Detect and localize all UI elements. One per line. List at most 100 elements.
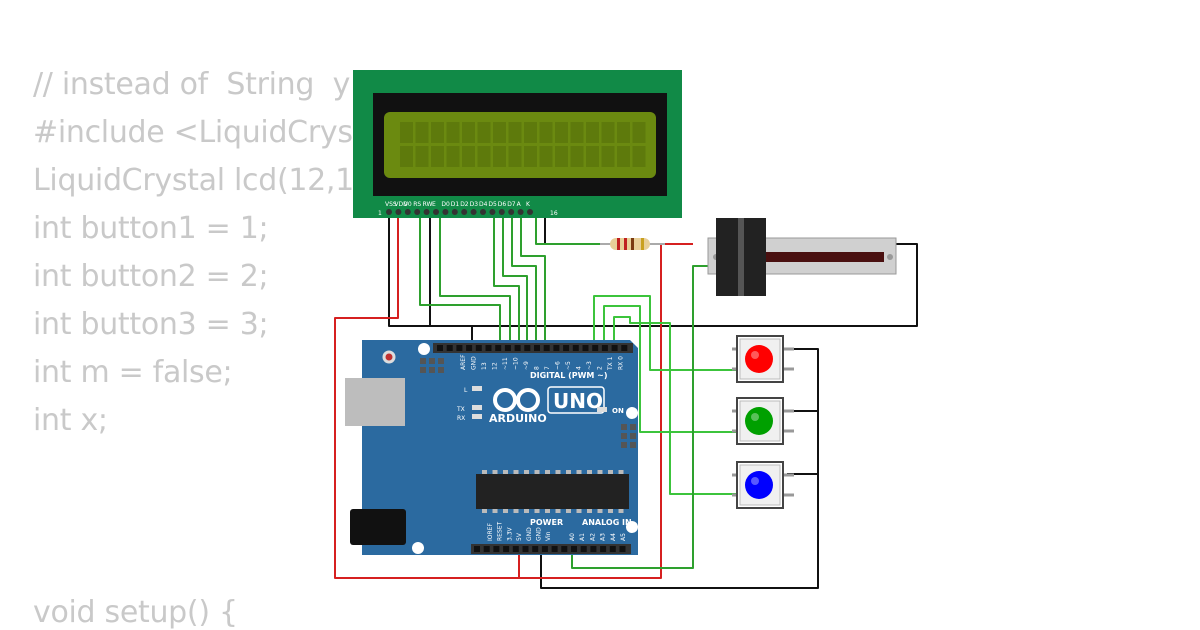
header-pin[interactable] bbox=[437, 345, 443, 351]
code-line: #include <LiquidCryst bbox=[33, 115, 365, 150]
header-pin[interactable] bbox=[561, 546, 568, 552]
lcd-pin[interactable] bbox=[404, 209, 411, 215]
lcd-pin[interactable] bbox=[442, 209, 449, 215]
header-pin[interactable] bbox=[475, 345, 482, 351]
header-pin[interactable] bbox=[524, 345, 531, 351]
lcd-pin[interactable] bbox=[527, 209, 533, 215]
header-pin[interactable] bbox=[504, 345, 511, 351]
header-pin[interactable] bbox=[600, 546, 607, 552]
header-pin[interactable] bbox=[522, 546, 529, 552]
header-pin[interactable] bbox=[551, 546, 558, 552]
button-blue[interactable] bbox=[732, 461, 794, 509]
header-pin[interactable] bbox=[446, 345, 453, 351]
header-pin[interactable] bbox=[485, 345, 492, 351]
header-pin[interactable] bbox=[592, 345, 599, 351]
header-pin[interactable] bbox=[493, 546, 500, 552]
header-pin[interactable] bbox=[534, 345, 540, 351]
lcd-pin[interactable] bbox=[517, 209, 524, 215]
lcd-pin[interactable] bbox=[480, 209, 486, 215]
lcd-pin[interactable] bbox=[498, 209, 505, 215]
lcd-pin-label: D1 bbox=[451, 201, 460, 208]
power-pin-label: RESET bbox=[497, 521, 504, 541]
header-pin[interactable] bbox=[543, 345, 550, 351]
header-pin[interactable] bbox=[609, 546, 616, 552]
header-pin[interactable] bbox=[582, 345, 589, 351]
header-pin[interactable] bbox=[514, 345, 521, 351]
lcd-pin[interactable] bbox=[423, 209, 430, 215]
button-green[interactable] bbox=[732, 397, 794, 445]
reset-button bbox=[382, 350, 396, 364]
lcd-cell bbox=[617, 146, 630, 167]
header-pin[interactable] bbox=[572, 345, 579, 351]
header-pin[interactable] bbox=[571, 546, 577, 552]
led-icon bbox=[472, 414, 482, 419]
header-pin[interactable] bbox=[541, 546, 548, 552]
wire-button2 bbox=[603, 305, 737, 433]
atmega-chip bbox=[476, 474, 629, 509]
lcd-pin-label: D5 bbox=[488, 201, 497, 208]
lcd-pin[interactable] bbox=[451, 209, 458, 215]
header-pin[interactable] bbox=[590, 546, 597, 552]
digital-pin-label: ~10 bbox=[513, 357, 520, 370]
code-line: void setup() { bbox=[33, 595, 238, 630]
header-pin[interactable] bbox=[621, 345, 628, 351]
digital-pin-label: 12 bbox=[492, 362, 499, 370]
potentiometer[interactable] bbox=[707, 218, 897, 296]
header-pin[interactable] bbox=[532, 546, 539, 552]
push-buttons[interactable] bbox=[732, 335, 794, 509]
code-line: int x; bbox=[33, 403, 108, 438]
header-pin[interactable] bbox=[619, 546, 626, 552]
lcd-cell bbox=[524, 146, 537, 167]
lcd-cell bbox=[446, 146, 460, 167]
power-pin-label: GND bbox=[536, 527, 543, 541]
analog-pin-label: A5 bbox=[620, 533, 627, 541]
lcd-cell bbox=[462, 122, 475, 143]
header-pin[interactable] bbox=[611, 345, 618, 351]
button-cap[interactable] bbox=[745, 345, 773, 373]
lcd-pin-first: 1 bbox=[378, 210, 382, 217]
lcd-pin-last: 16 bbox=[550, 210, 558, 217]
led-label: L bbox=[464, 387, 468, 394]
header-pin[interactable] bbox=[495, 345, 502, 351]
lcd-pin[interactable] bbox=[395, 209, 402, 215]
header-pin[interactable] bbox=[503, 546, 510, 552]
button-red[interactable] bbox=[732, 335, 794, 383]
lcd-cell bbox=[524, 122, 537, 143]
lcd-pin-label: V0 bbox=[404, 201, 412, 208]
resistor[interactable] bbox=[600, 238, 665, 250]
header-pin[interactable] bbox=[466, 345, 473, 351]
button-cap[interactable] bbox=[745, 471, 773, 499]
code-line: int button3 = 3; bbox=[33, 307, 269, 342]
header-pin[interactable] bbox=[474, 546, 480, 552]
lcd-pin-label: D2 bbox=[460, 201, 469, 208]
digital-pin-label: TX 1 bbox=[607, 356, 614, 371]
lcd-pin[interactable] bbox=[489, 209, 496, 215]
header-pin[interactable] bbox=[512, 546, 519, 552]
lcd-pin[interactable] bbox=[470, 209, 477, 215]
power-label: POWER bbox=[530, 518, 563, 527]
header-pin[interactable] bbox=[563, 345, 570, 351]
lcd-pin[interactable] bbox=[414, 209, 421, 215]
lcd-pin[interactable] bbox=[386, 209, 392, 215]
power-pin-label: 3.3V bbox=[506, 526, 513, 541]
digital-pin-label: 4 bbox=[576, 366, 583, 370]
code-line: // instead of String y bbox=[33, 67, 351, 102]
lcd-cell bbox=[570, 146, 584, 167]
lcd-pin[interactable] bbox=[433, 209, 439, 215]
arduino-uno-board[interactable]: UNO ARDUINO DIGITAL (PWM ~) POWER ANALOG… bbox=[345, 340, 638, 555]
lcd-cell bbox=[462, 146, 475, 167]
header-pin[interactable] bbox=[580, 546, 587, 552]
header-pin[interactable] bbox=[601, 345, 608, 351]
lcd-pin-label: VSS bbox=[385, 201, 397, 208]
lcd-pin-label: D7 bbox=[507, 201, 516, 208]
header-pin[interactable] bbox=[483, 546, 490, 552]
lcd-pin-label: VDD bbox=[394, 201, 408, 208]
lcd-pin[interactable] bbox=[508, 209, 515, 215]
header-pin[interactable] bbox=[456, 345, 463, 351]
lcd-pin[interactable] bbox=[461, 209, 468, 215]
lcd-cell bbox=[601, 146, 615, 167]
button-cap[interactable] bbox=[745, 407, 773, 435]
analog-pin-label: A0 bbox=[569, 533, 576, 541]
header-pin[interactable] bbox=[553, 345, 560, 351]
